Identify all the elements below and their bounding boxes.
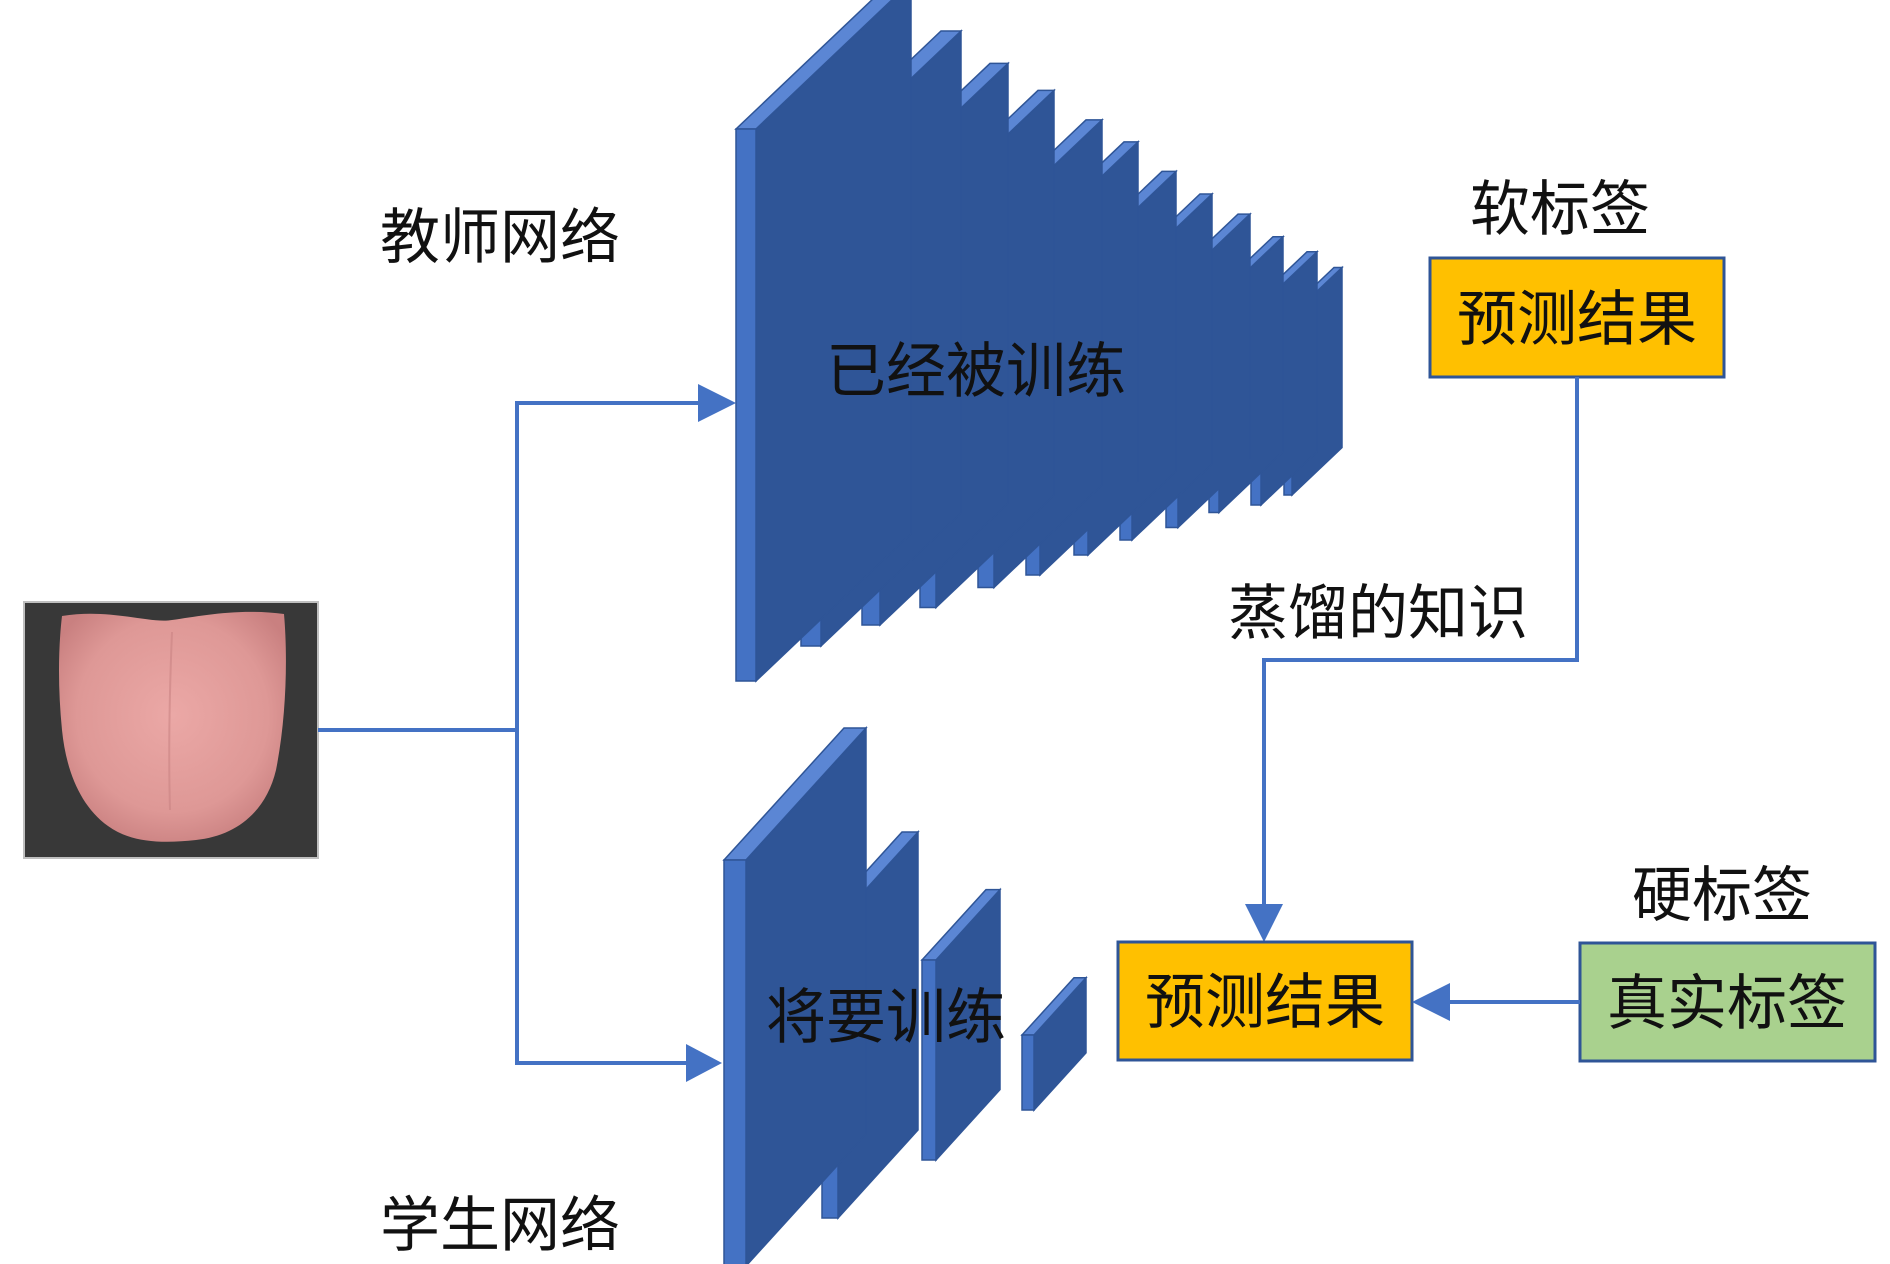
student-layer [722,726,868,1264]
arrow-to-student-prediction-icon [1245,904,1283,942]
distilled-knowledge-label: 蒸馏的知识 [1228,579,1528,649]
student-layer [920,887,1002,1162]
student-state-label: 将要训练 [766,983,1006,1053]
student-layer [1020,975,1088,1112]
teacher-network-layers [734,0,1344,683]
arrow-to-teacher-icon [698,384,736,422]
teacher-network-label: 教师网络 [380,203,620,273]
hard-label-path [1412,983,1580,1021]
student-prediction-label: 预测结果 [1145,968,1385,1038]
input-connectors [318,384,736,1082]
ground-truth-label: 真实标签 [1607,969,1847,1039]
arrow-to-student-icon [686,1044,722,1082]
arrow-to-student-prediction-from-truth-icon [1412,983,1450,1021]
teacher-prediction-label: 预测结果 [1457,285,1697,355]
soft-label-title: 软标签 [1470,175,1650,245]
student-prediction-box: 预测结果 [1116,940,1414,1062]
teacher-state-label: 已经被训练 [826,337,1126,407]
distillation-path [1245,377,1579,942]
student-network-label: 学生网络 [380,1191,620,1261]
hard-label-title: 硬标签 [1632,861,1812,931]
student-network-layers [722,726,1088,1264]
teacher-layer [734,0,912,683]
ground-truth-box: 真实标签 [1578,941,1877,1063]
teacher-prediction-box: 预测结果 [1428,256,1726,379]
tongue-photo-icon [23,601,319,859]
